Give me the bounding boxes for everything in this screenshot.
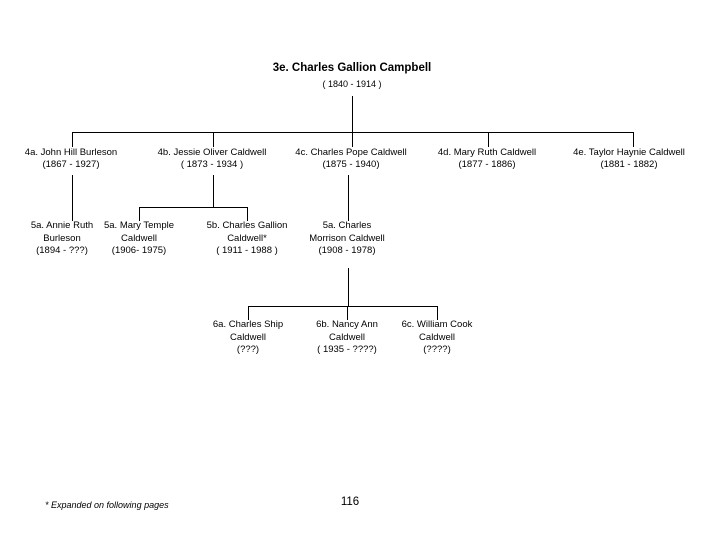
node-dates: (1875 - 1940) bbox=[322, 159, 380, 170]
node-name-line2: Caldwell bbox=[230, 331, 266, 343]
node-name: 4c. Charles Pope Caldwell bbox=[295, 147, 407, 158]
tree-node-5a-charles-morrison: 5a. Charles Morrison Caldwell (1908 - 19… bbox=[297, 220, 397, 258]
root-dates: ( 1840 - 1914 ) bbox=[322, 79, 382, 89]
node-name-line1: 6b. Nancy Ann bbox=[316, 319, 378, 330]
node-name-line1: 5b. Charles Gallion bbox=[206, 220, 288, 231]
page-number: 116 bbox=[340, 496, 360, 508]
tree-node-4a: 4a. John Hill Burleson (1867 - 1927) bbox=[1, 147, 141, 171]
tree-node-4e: 4e. Taylor Haynie Caldwell (1881 - 1882) bbox=[559, 147, 699, 171]
tree-node-5a-annie: 5a. Annie Ruth Burleson (1894 - ???) bbox=[12, 220, 112, 258]
tree-node-4d: 4d. Mary Ruth Caldwell (1877 - 1886) bbox=[417, 147, 557, 171]
node-dates: (1908 - 1978) bbox=[318, 245, 376, 256]
node-dates: (????) bbox=[423, 344, 451, 355]
node-dates: ( 1911 - 1988 ) bbox=[216, 245, 278, 256]
connector-drop-4a bbox=[72, 132, 73, 147]
connector-drop-6a bbox=[248, 306, 249, 320]
tree-node-6c: 6c. William Cook Caldwell (????) bbox=[387, 319, 487, 357]
tree-node-5b-charles-gallion: 5b. Charles Gallion Caldwell* ( 1911 - 1… bbox=[197, 220, 297, 258]
connector-drop-4e bbox=[633, 132, 634, 147]
tree-node-5a-mary: 5a. Mary Temple Caldwell (1906- 1975) bbox=[89, 220, 189, 258]
footnote: * Expanded on following pages bbox=[45, 500, 169, 510]
node-dates: (1894 - ???) bbox=[36, 245, 88, 256]
node-name-line1: 6c. William Cook bbox=[401, 319, 473, 330]
tree-node-6a: 6a. Charles Ship Caldwell (???) bbox=[198, 319, 298, 357]
tree-node-4b: 4b. Jessie Oliver Caldwell ( 1873 - 1934… bbox=[142, 147, 282, 171]
node-name-line1: 6a. Charles Ship bbox=[212, 319, 284, 330]
connector-4b-stub bbox=[213, 175, 214, 207]
connector-drop-6b bbox=[347, 306, 348, 320]
connector-drop-4c bbox=[352, 132, 353, 147]
connector-drop-5a-mary bbox=[139, 207, 140, 221]
node-name: 4b. Jessie Oliver Caldwell bbox=[157, 147, 267, 158]
node-name-line1: 5a. Mary Temple bbox=[103, 220, 175, 231]
node-dates: (1906- 1975) bbox=[111, 245, 167, 256]
node-name-line2: Burleson bbox=[43, 232, 81, 244]
connector-drop-5b bbox=[247, 207, 248, 221]
node-name: 4d. Mary Ruth Caldwell bbox=[437, 147, 537, 158]
connector-4c-to-5a bbox=[348, 175, 349, 221]
connector-drop-4b bbox=[213, 132, 214, 147]
connector-4b-horizontal bbox=[139, 207, 248, 208]
connector-gen4-horizontal bbox=[72, 132, 634, 133]
node-name-line2: Caldwell bbox=[121, 232, 157, 244]
node-name-line1: 5a. Charles bbox=[322, 220, 372, 231]
node-name-line2: Caldwell* bbox=[227, 232, 267, 244]
root-name: 3e. Charles Gallion Campbell bbox=[272, 62, 432, 74]
connector-gen6-horizontal bbox=[248, 306, 438, 307]
tree-node-6b: 6b. Nancy Ann Caldwell ( 1935 - ????) bbox=[297, 319, 397, 357]
node-name: 4e. Taylor Haynie Caldwell bbox=[573, 147, 685, 158]
node-name-line2: Caldwell bbox=[419, 331, 455, 343]
node-dates: (???) bbox=[236, 344, 260, 355]
node-dates: (1881 - 1882) bbox=[600, 159, 658, 170]
node-name: 4a. John Hill Burleson bbox=[24, 147, 118, 158]
tree-node-4c: 4c. Charles Pope Caldwell (1875 - 1940) bbox=[281, 147, 421, 171]
node-dates: (1867 - 1927) bbox=[42, 159, 100, 170]
node-dates: ( 1935 - ????) bbox=[317, 344, 377, 355]
node-name-line1: 5a. Annie Ruth bbox=[30, 220, 94, 231]
node-dates: ( 1873 - 1934 ) bbox=[180, 159, 244, 170]
connector-drop-4d bbox=[488, 132, 489, 147]
connector-drop-6c bbox=[437, 306, 438, 320]
connector-root-vertical bbox=[352, 96, 353, 132]
node-name-line2: Morrison Caldwell bbox=[309, 232, 385, 244]
connector-4a-to-5a bbox=[72, 175, 73, 221]
tree-node-root: 3e. Charles Gallion Campbell ( 1840 - 19… bbox=[202, 61, 502, 90]
connector-morrison-stub bbox=[348, 268, 349, 306]
node-name-line2: Caldwell bbox=[329, 331, 365, 343]
node-dates: (1877 - 1886) bbox=[458, 159, 516, 170]
